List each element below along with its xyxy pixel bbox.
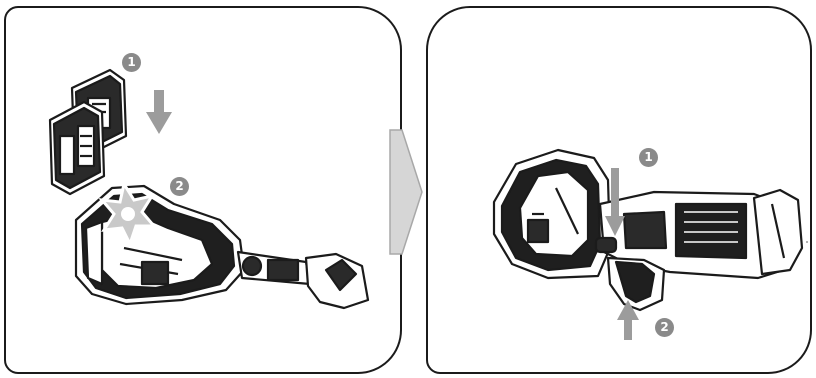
down-arrow-icon xyxy=(146,90,172,134)
right-panel-illustration xyxy=(428,8,812,374)
step-one-badge: 1 xyxy=(639,148,658,167)
tool-shaft xyxy=(238,252,368,308)
panel-insert-battery: 1 2 xyxy=(4,6,402,374)
power-tool-body xyxy=(76,186,244,304)
chevron-right-icon xyxy=(388,126,424,258)
step-two-badge: 2 xyxy=(655,318,674,337)
panel-remove-battery: 1 2 xyxy=(426,6,812,374)
power-tool-side-view xyxy=(494,150,802,310)
step-two-badge: 2 xyxy=(170,177,189,196)
stray-mark xyxy=(806,241,808,243)
battery-pack xyxy=(50,102,104,194)
step-one-badge: 1 xyxy=(122,53,141,72)
left-panel-illustration xyxy=(6,8,402,374)
